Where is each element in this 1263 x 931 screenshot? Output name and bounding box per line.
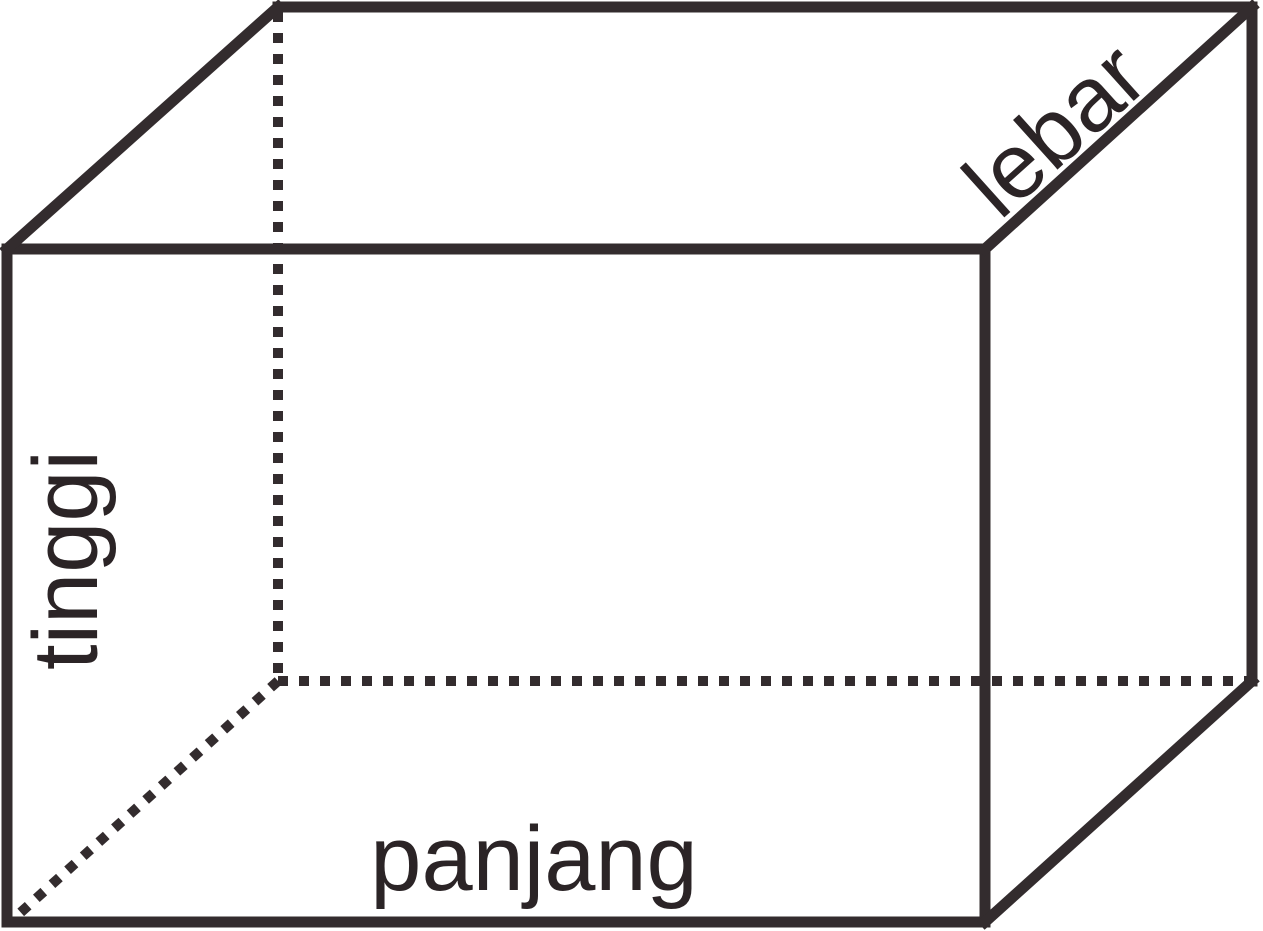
length-label: panjang <box>370 808 697 910</box>
hidden-edge-bottom-left-depth <box>6 677 282 926</box>
height-label: tinggi <box>15 450 117 670</box>
width-label: lebar <box>945 24 1165 237</box>
bottom-right-depth-edge <box>977 673 1260 930</box>
top-right-depth-edge <box>977 0 1260 257</box>
front-face <box>1 243 991 928</box>
top-left-depth-edge <box>0 0 286 257</box>
